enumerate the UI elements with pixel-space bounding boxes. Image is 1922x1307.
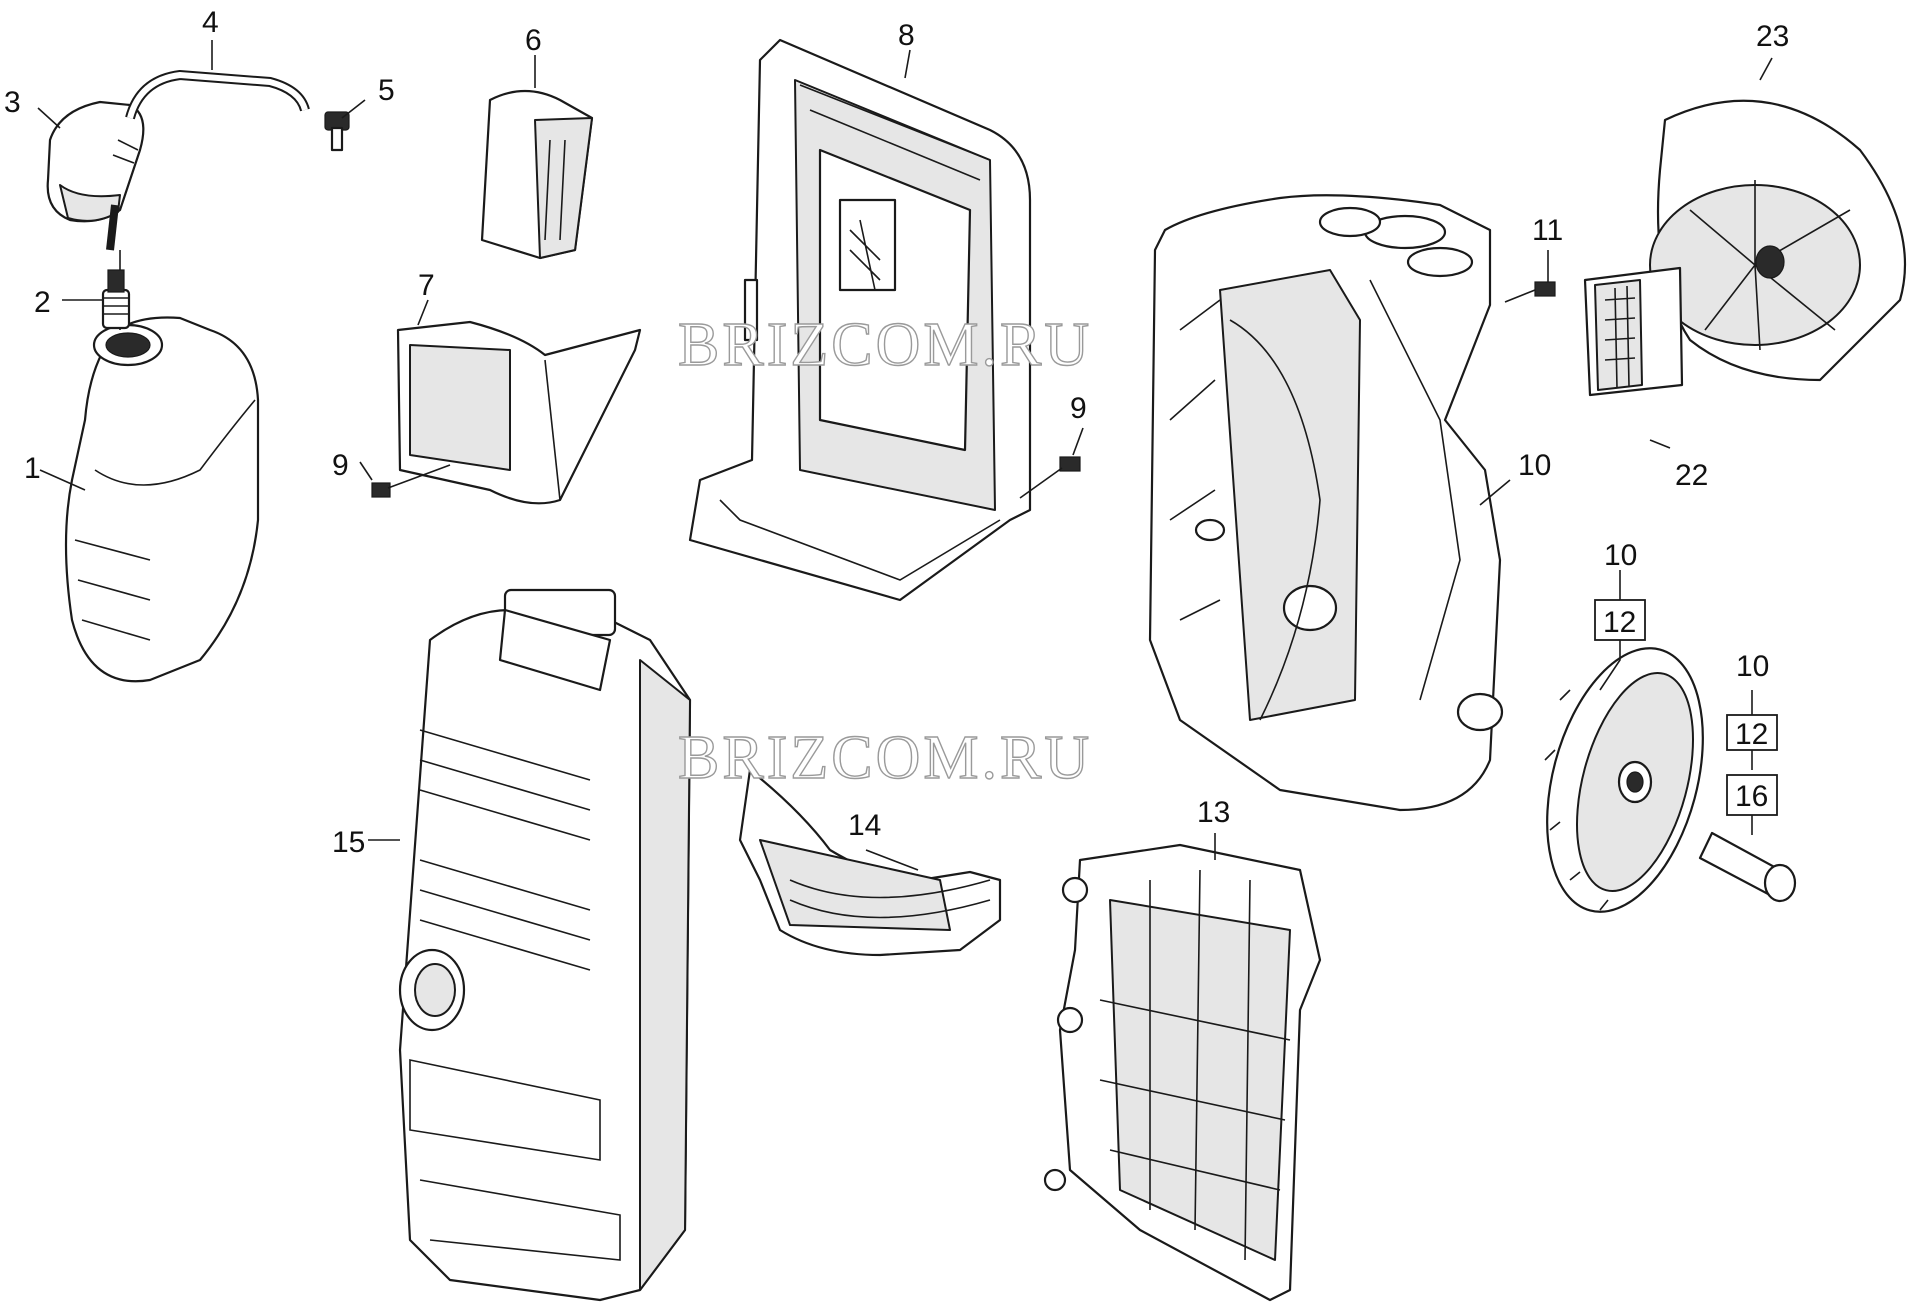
part-4-hose (106, 69, 310, 251)
part-22-filter-block (1583, 266, 1684, 397)
part-23-fan-cover (1649, 99, 1907, 382)
part-6-clip (480, 90, 594, 260)
callout-23: 23 (1756, 20, 1789, 53)
callout-9a: 9 (332, 449, 349, 482)
callout-box-16 (1726, 774, 1778, 816)
watermark-middle: BRIZCOM.RU (678, 724, 1092, 792)
callout-15: 15 (332, 826, 365, 859)
callout-1: 1 (24, 452, 41, 485)
part-16-axle-pin (1698, 831, 1797, 903)
part-3-suction-head (46, 100, 145, 223)
part-7-cover-plate (396, 320, 642, 505)
part-9a-screw (371, 464, 451, 498)
callout-4: 4 (202, 6, 219, 39)
callout-box-12-right (1726, 714, 1778, 751)
part-13-inner-frame (1043, 843, 1322, 1302)
leader-lines (37, 40, 1773, 871)
part-wheel (1544, 647, 1704, 913)
callout-box-12-mid (1594, 599, 1646, 641)
callout-2: 2 (34, 286, 51, 319)
part-5-connector (324, 111, 350, 152)
part-11-screw (1504, 281, 1556, 303)
callout-9b: 9 (1070, 392, 1087, 425)
part-8-back-frame (688, 38, 1032, 602)
callout-11: 11 (1532, 214, 1563, 247)
part-14-bracket (738, 768, 1002, 957)
callout-10b: 10 (1604, 539, 1637, 572)
callout-7: 7 (418, 269, 435, 302)
callout-16: 16 (1735, 780, 1768, 813)
callout-10c: 10 (1736, 650, 1769, 683)
callout-22: 22 (1675, 459, 1708, 492)
callout-10a: 10 (1518, 449, 1551, 482)
watermark-top: BRIZCOM.RU (678, 311, 1092, 379)
part-15-front-cover (398, 588, 692, 1302)
callout-12b: 12 (1603, 606, 1636, 639)
callout-13: 13 (1197, 796, 1230, 829)
part-1-detergent-tank (64, 250, 260, 683)
callout-14: 14 (848, 809, 881, 842)
callout-12c: 12 (1735, 718, 1768, 751)
callout-8: 8 (898, 19, 915, 52)
callout-6: 6 (525, 24, 542, 57)
part-2-filter (101, 269, 131, 330)
part-10-main-housing (1148, 194, 1504, 812)
callout-3: 3 (4, 86, 21, 119)
part-9b-screw (1019, 456, 1081, 499)
callout-5: 5 (378, 74, 395, 107)
